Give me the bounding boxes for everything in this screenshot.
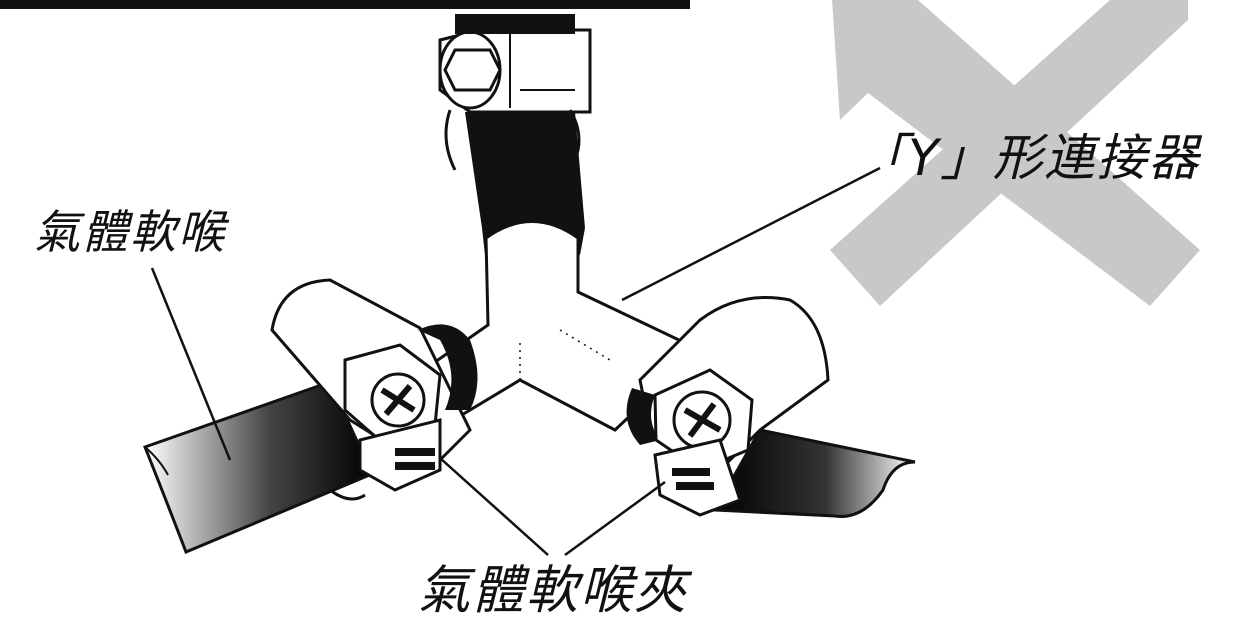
left-clamp [270,278,478,501]
right-clamp [626,296,830,517]
leader-y-connector [621,166,881,302]
top-bar [0,0,690,9]
right-hose [712,428,916,518]
left-hose [143,380,375,554]
top-clamp [438,14,592,171]
gas-hose-label: 氣體軟喉 [34,205,226,259]
x-mark-icon [830,0,1200,306]
leader-gas-hose [150,267,232,461]
y-connector-label: 「Y」形連接器 [856,129,1201,187]
leader-clamp-left [439,457,549,556]
gas-hose-clamp-label: 氣體軟喉夾 [418,561,689,621]
leader-lines [150,166,881,557]
leader-clamp-right [564,480,666,557]
